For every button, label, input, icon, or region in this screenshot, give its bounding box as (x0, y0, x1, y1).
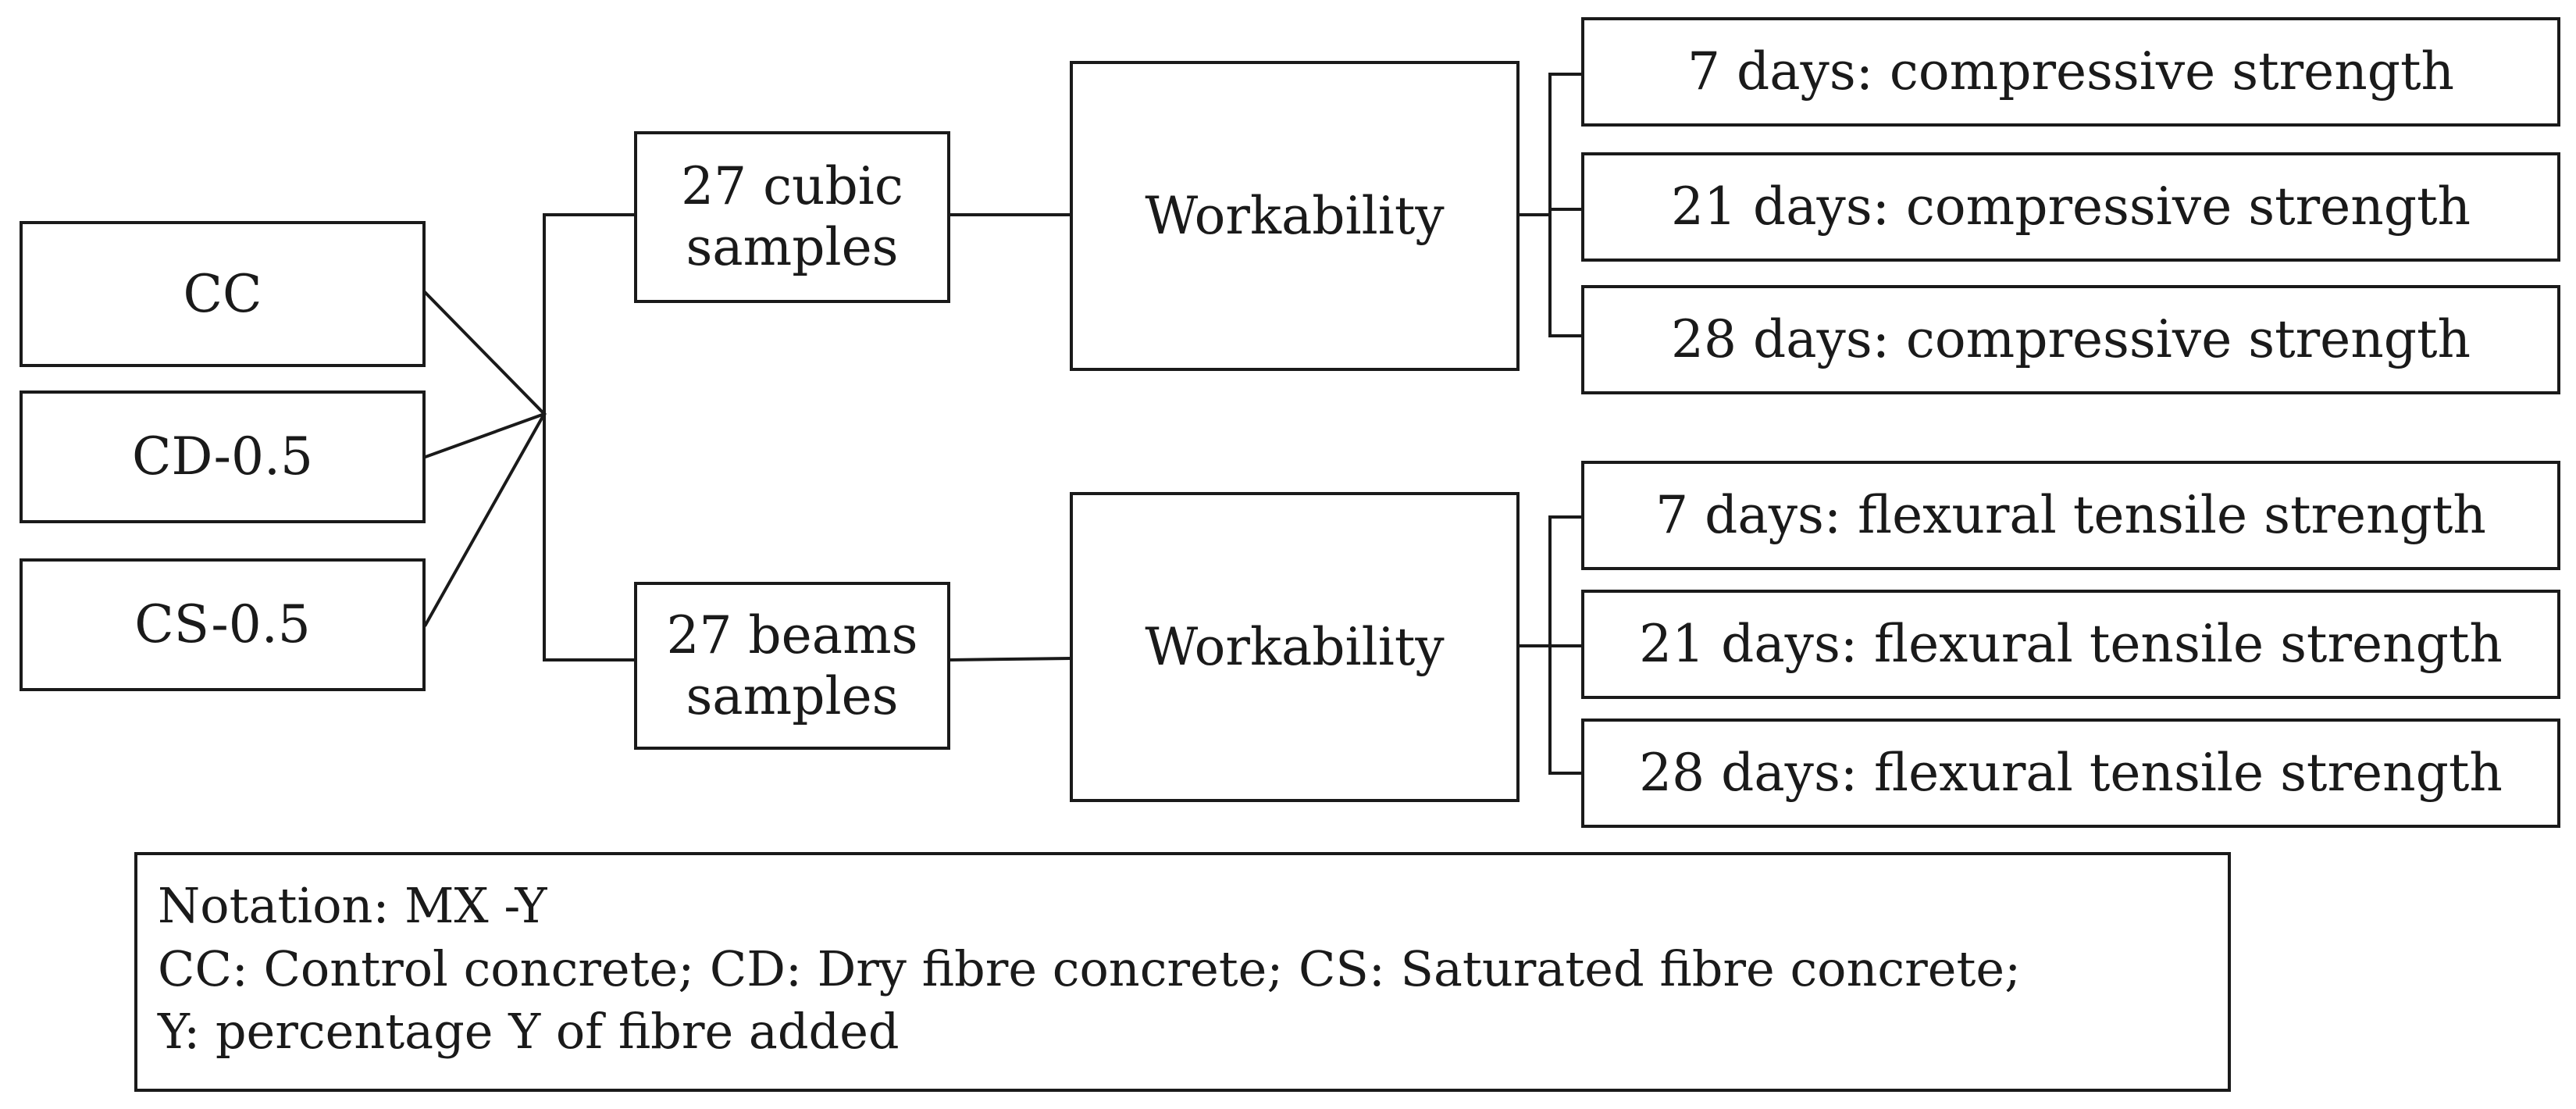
beams-samples-line1: 27 beams (666, 604, 918, 665)
test-box-flexural-7: 7 days: flexural tensile strength (1581, 461, 2560, 570)
test-label: 28 days: compressive strength (1670, 309, 2471, 370)
test-box-flexural-28: 28 days: flexural tensile strength (1581, 719, 2560, 828)
test-label: 7 days: compressive strength (1687, 41, 2455, 102)
connector-cd (423, 412, 547, 459)
workability-label: Workability (1145, 185, 1445, 246)
test-box-flexural-21: 21 days: flexural tensile strength (1581, 590, 2560, 699)
test-label: 21 days: compressive strength (1670, 177, 2471, 237)
test-box-compressive-7: 7 days: compressive strength (1581, 17, 2560, 127)
input-label: CD-0.5 (132, 426, 313, 487)
input-label: CS-0.5 (134, 594, 311, 655)
input-label: CC (183, 263, 262, 324)
input-box-cd: CD-0.5 (20, 390, 426, 523)
workability-box-bottom: Workability (1070, 492, 1520, 802)
connector-beams-workability (948, 656, 1072, 662)
beams-samples-box: 27 beams samples (634, 582, 950, 750)
notation-legend: Notation: MX -Y CC: Control concrete; CD… (134, 852, 2231, 1092)
workability-box-top: Workability (1070, 61, 1520, 371)
test-label: 28 days: flexural tensile strength (1639, 743, 2503, 804)
notation-line-2: CC: Control concrete; CD: Dry fibre conc… (158, 940, 2021, 997)
notation-line-1: Notation: MX -Y (158, 877, 547, 934)
input-box-cs: CS-0.5 (20, 558, 426, 691)
workability-label: Workability (1145, 616, 1445, 677)
cubic-samples-box: 27 cubic samples (634, 131, 950, 303)
beams-samples-line2: samples (686, 665, 899, 726)
connector-cc (423, 291, 547, 416)
test-label: 7 days: flexural tensile strength (1655, 485, 2486, 546)
cubic-samples-line1: 27 cubic (681, 156, 903, 217)
test-box-compressive-21: 21 days: compressive strength (1581, 152, 2560, 262)
connector-cs (423, 412, 547, 627)
input-box-cc: CC (20, 221, 426, 367)
test-box-compressive-28: 28 days: compressive strength (1581, 285, 2560, 394)
cubic-samples-line2: samples (686, 217, 899, 277)
notation-line-3: Y: percentage Y of fibre added (158, 1003, 900, 1061)
test-label: 21 days: flexural tensile strength (1639, 614, 2503, 675)
